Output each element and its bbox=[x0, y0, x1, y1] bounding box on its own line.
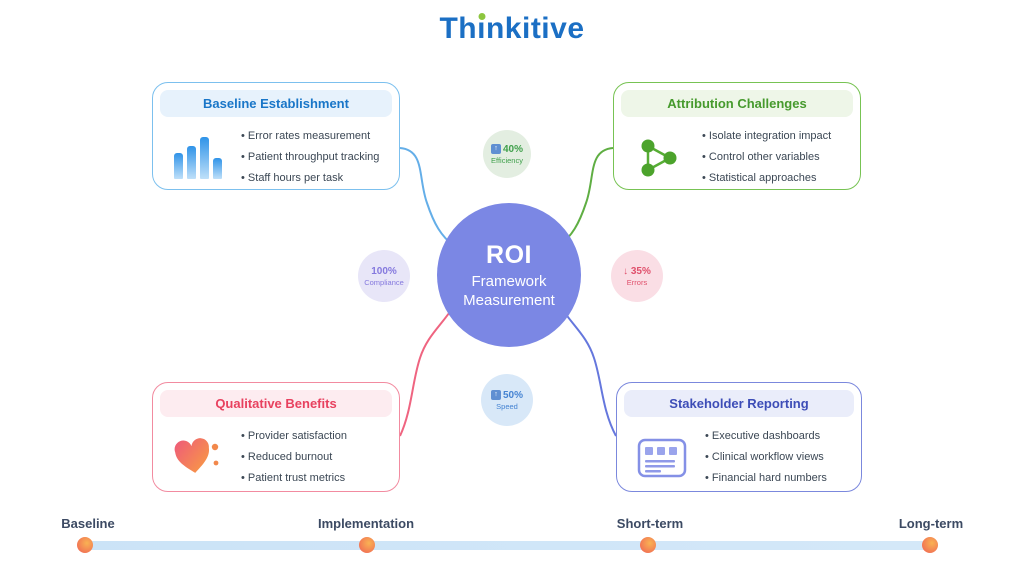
card-items-qualitative: Provider satisfaction Reduced burnout Pa… bbox=[241, 426, 347, 489]
timeline-label-implementation: Implementation bbox=[317, 516, 415, 531]
card-attribution-challenges: Attribution Challenges Isolate integrati… bbox=[613, 82, 861, 190]
list-item: Executive dashboards bbox=[705, 426, 827, 447]
logo-letter-i: ı bbox=[477, 12, 486, 45]
badge-value: 50% bbox=[502, 389, 523, 401]
timeline-dot-baseline bbox=[77, 537, 93, 553]
logo-text-pre: Th bbox=[439, 12, 478, 45]
card-items-attribution: Isolate integration impact Control other… bbox=[702, 126, 831, 189]
center-title: ROI bbox=[486, 241, 532, 269]
timeline-bar bbox=[82, 541, 934, 550]
center-subtitle-1: Framework bbox=[471, 273, 547, 290]
card-qualitative-benefits: Qualitative Benefits bbox=[152, 382, 400, 492]
list-item: Financial hard numbers bbox=[705, 468, 827, 489]
badge-label: Efficiency bbox=[491, 155, 523, 165]
list-item: Control other variables bbox=[702, 147, 831, 168]
list-item: Error rates measurement bbox=[241, 126, 379, 147]
card-title-stakeholder: Stakeholder Reporting bbox=[624, 390, 854, 417]
connector-attribution-line bbox=[558, 147, 614, 247]
timeline-dot-implementation bbox=[359, 537, 375, 553]
badge-value: ↓ 35% bbox=[623, 265, 651, 277]
logo-green-dot-icon bbox=[478, 13, 486, 20]
timeline-dot-short-term bbox=[640, 537, 656, 553]
timeline-dot-long-term bbox=[922, 537, 938, 553]
timeline-label-baseline: Baseline bbox=[61, 516, 115, 531]
timeline-label-long-term: Long-term bbox=[898, 516, 964, 531]
badge-label: Errors bbox=[626, 277, 648, 287]
card-items-baseline: Error rates measurement Patient throughp… bbox=[241, 126, 379, 189]
list-item: Statistical approaches bbox=[702, 168, 831, 189]
card-items-stakeholder: Executive dashboards Clinical workflow v… bbox=[705, 426, 827, 489]
card-title-baseline: Baseline Establishment bbox=[160, 90, 392, 117]
timeline-label-short-term: Short-term bbox=[616, 516, 684, 531]
dashboard-report-icon bbox=[633, 438, 691, 478]
connector-stakeholder-line bbox=[559, 305, 617, 437]
trend-up-icon: ↑ bbox=[490, 390, 501, 400]
list-item: Isolate integration impact bbox=[702, 126, 831, 147]
badge-speed: ↑50% Speed bbox=[481, 374, 533, 426]
badge-label: Compliance bbox=[364, 277, 404, 287]
list-item: Patient throughput tracking bbox=[241, 147, 379, 168]
list-item: Staff hours per task bbox=[241, 168, 379, 189]
badge-efficiency: ↑40% Efficiency bbox=[483, 130, 531, 178]
card-title-attribution: Attribution Challenges bbox=[621, 90, 853, 117]
badge-errors: ↓ 35% Errors bbox=[611, 250, 663, 302]
heart-icon bbox=[169, 435, 227, 481]
connector-baseline-line bbox=[399, 147, 455, 247]
trend-up-icon: ↑ bbox=[490, 144, 501, 154]
badge-label: Speed bbox=[496, 401, 518, 411]
connector-qualitative-line bbox=[399, 305, 455, 437]
network-nodes-icon bbox=[630, 137, 688, 179]
list-item: Reduced burnout bbox=[241, 447, 347, 468]
list-item: Patient trust metrics bbox=[241, 468, 347, 489]
center-node-roi: ROI Framework Measurement bbox=[437, 203, 581, 347]
card-title-qualitative: Qualitative Benefits bbox=[160, 390, 392, 417]
badge-value: 40% bbox=[502, 143, 523, 155]
center-subtitle-2: Measurement bbox=[463, 292, 555, 309]
list-item: Provider satisfaction bbox=[241, 426, 347, 447]
badge-compliance: 100% Compliance bbox=[358, 250, 410, 302]
badge-value: 100% bbox=[371, 265, 397, 277]
logo-text-post: nkitive bbox=[485, 12, 585, 45]
card-baseline-establishment: Baseline Establishment Error rates measu… bbox=[152, 82, 400, 190]
card-stakeholder-reporting: Stakeholder Reporting Executive dashboar… bbox=[616, 382, 862, 492]
list-item: Clinical workflow views bbox=[705, 447, 827, 468]
bar-chart-icon bbox=[169, 136, 227, 179]
